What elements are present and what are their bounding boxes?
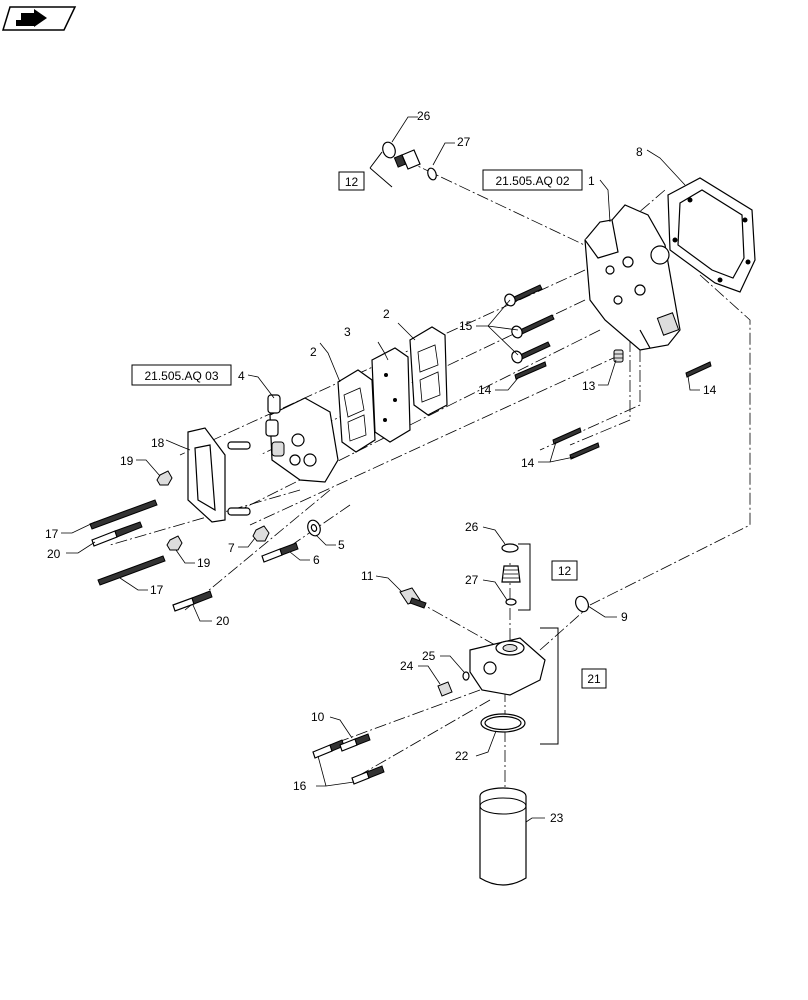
part-fitting-13 bbox=[613, 349, 624, 363]
callout-27-right: 27 bbox=[465, 573, 479, 587]
callout-1: 1 bbox=[588, 174, 595, 188]
callout-12-right: 12 bbox=[558, 564, 572, 578]
callout-17-b: 17 bbox=[150, 583, 164, 597]
callout-22: 22 bbox=[455, 749, 469, 763]
callout-21: 21 bbox=[587, 672, 601, 686]
part-sensor-11 bbox=[399, 587, 427, 609]
callout-17-a: 17 bbox=[45, 527, 59, 541]
part-oring-9 bbox=[574, 595, 590, 613]
kit-box-12-top[interactable]: 12 bbox=[338, 171, 365, 191]
part-seal-22 bbox=[480, 713, 526, 733]
callout-26-top: 26 bbox=[417, 109, 431, 123]
callout-20-a: 20 bbox=[47, 547, 61, 561]
callout-11: 11 bbox=[361, 569, 374, 583]
kit-box-12-right[interactable]: 12 bbox=[551, 560, 578, 581]
callout-14-a: 14 bbox=[478, 383, 492, 397]
part-bolts-10-16 bbox=[312, 733, 385, 785]
callout-18: 18 bbox=[151, 436, 165, 450]
callout-5: 5 bbox=[338, 538, 345, 552]
callout-9: 9 bbox=[621, 610, 628, 624]
ref-label-aq03: 21.505.AQ 03 bbox=[144, 369, 218, 383]
part-plate-3 bbox=[371, 347, 411, 443]
part-plate-2-left bbox=[337, 369, 376, 453]
part-oring-27-right bbox=[505, 598, 517, 606]
part-oring-26-right bbox=[501, 543, 519, 553]
part-bolt-6 bbox=[261, 542, 299, 563]
callout-leader-lines bbox=[61, 116, 700, 823]
callout-numbers: 26 27 1 8 15 14 14 13 14 2 3 2 4 18 19 1… bbox=[45, 109, 717, 825]
callout-6: 6 bbox=[313, 553, 320, 567]
callout-14-b: 14 bbox=[703, 383, 717, 397]
kit-box-21[interactable]: 21 bbox=[581, 668, 607, 689]
part-nut-19 bbox=[156, 470, 183, 551]
part-solenoid-block-4 bbox=[265, 394, 339, 483]
callout-20-b: 20 bbox=[216, 614, 230, 628]
callout-13: 13 bbox=[582, 379, 596, 393]
ref-label-aq02: 21.505.AQ 02 bbox=[495, 174, 569, 188]
part-fitting-right bbox=[501, 565, 521, 583]
part-stud-17 bbox=[89, 499, 166, 586]
part-washer-5 bbox=[307, 519, 321, 537]
kit-bracket-12-right bbox=[518, 543, 531, 611]
part-filter-element-23 bbox=[479, 787, 527, 886]
callout-7: 7 bbox=[228, 541, 235, 555]
part-oring-25 bbox=[462, 671, 470, 681]
part-bolt-20 bbox=[91, 521, 213, 612]
callout-16: 16 bbox=[293, 779, 307, 793]
callout-12-top: 12 bbox=[345, 175, 359, 189]
part-bolts-15 bbox=[504, 284, 555, 364]
callout-26-right: 26 bbox=[465, 520, 479, 534]
part-bolts-14 bbox=[514, 361, 712, 460]
ref-box-aq02[interactable]: 21.505.AQ 02 bbox=[482, 169, 583, 191]
callout-24: 24 bbox=[400, 659, 414, 673]
callout-14-c: 14 bbox=[521, 456, 535, 470]
callout-19-a: 19 bbox=[120, 454, 134, 468]
part-filter-head-21 bbox=[469, 637, 546, 696]
callout-19-b: 19 bbox=[197, 556, 211, 570]
part-gasket-8 bbox=[667, 177, 756, 293]
part-plug-24 bbox=[437, 681, 453, 697]
part-oring-26-top bbox=[382, 141, 396, 159]
ref-box-aq03[interactable]: 21.505.AQ 03 bbox=[131, 364, 232, 386]
callout-2-left: 2 bbox=[310, 345, 317, 359]
callout-3: 3 bbox=[344, 325, 351, 339]
part-fitting-top bbox=[393, 149, 421, 170]
callout-15: 15 bbox=[459, 319, 473, 333]
callout-10: 10 bbox=[311, 710, 325, 724]
callout-25: 25 bbox=[422, 649, 436, 663]
next-page-arrow-icon[interactable] bbox=[1, 6, 77, 31]
callout-2-right: 2 bbox=[383, 307, 390, 321]
part-bracket-18 bbox=[187, 427, 251, 523]
part-nut-7 bbox=[252, 525, 270, 542]
callout-4: 4 bbox=[238, 369, 245, 383]
part-oring-27-top bbox=[427, 167, 437, 181]
kit-bracket-12-top bbox=[369, 151, 393, 188]
callout-8: 8 bbox=[636, 145, 643, 159]
part-plate-2-right bbox=[409, 326, 448, 416]
kit-bracket-21 bbox=[540, 627, 559, 745]
callout-23: 23 bbox=[550, 811, 564, 825]
callout-27-top: 27 bbox=[457, 135, 471, 149]
part-valve-body-1 bbox=[584, 204, 681, 351]
